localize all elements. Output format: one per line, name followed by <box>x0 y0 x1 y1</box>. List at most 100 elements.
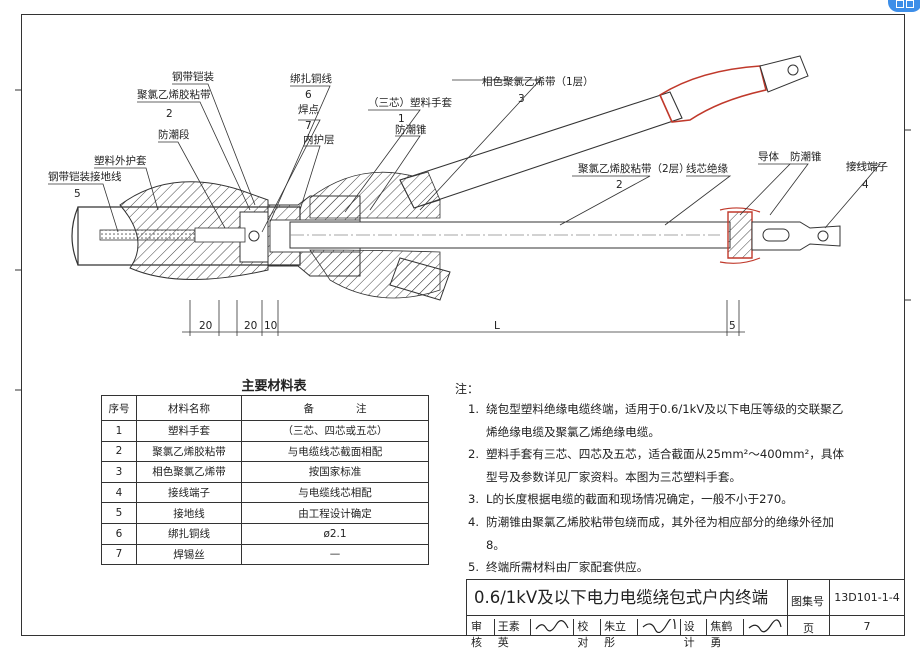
atlas-label: 图集号 <box>791 595 824 608</box>
label-armor-ground-num: 5 <box>74 188 81 200</box>
note-text: 终端所需材料由厂家配套供应。 <box>486 560 649 575</box>
note-text: 塑料手套有三芯、四芯及五芯，适合截面从25mm²～400mm²，具体型号及参数详… <box>486 447 845 484</box>
leader-lines <box>48 79 881 233</box>
notes-heading: 注： <box>455 382 480 396</box>
note-number: 3. <box>468 492 480 507</box>
label-cone-2: 防潮锥 <box>790 150 822 163</box>
dim-length-l: L <box>494 320 500 332</box>
drawing-title: 0.6/1kV及以下电力电缆绕包式户内终端 <box>474 588 769 607</box>
note-number: 2. <box>468 447 480 462</box>
cell-no: 7 <box>101 543 137 566</box>
label-moisture-segment: 防潮段 <box>158 128 190 141</box>
label-sleeve-num: 1 <box>398 113 405 125</box>
mat-header-name: 材料名称 <box>136 395 242 421</box>
cell-no: 3 <box>101 461 137 483</box>
cell-no: 1 <box>101 420 137 442</box>
label-sleeve: （三芯）塑料手套 <box>368 96 452 109</box>
drawing-frame <box>21 14 905 636</box>
label-moisture-cone: 防潮锥 <box>395 123 427 136</box>
title-block-divider <box>466 615 905 616</box>
label-outer-sheath: 塑料外护套 <box>94 154 147 167</box>
label-core-insulation: 线芯绝缘 <box>686 162 728 175</box>
cell-note: — <box>241 543 429 566</box>
cell-name: 聚氯乙烯胶粘带 <box>136 440 242 463</box>
cell-note: （三芯、四芯或五芯） <box>241 420 429 442</box>
label-armor-ground: 钢带铠装接地线 <box>48 170 122 183</box>
cell-no: 2 <box>101 440 137 463</box>
reviewer-name: 王素英 <box>495 619 532 649</box>
signature-row: 审核 王素英 校对 朱立彤 设计 焦鹤勇 <box>468 619 786 649</box>
designer-signature <box>744 619 786 635</box>
cell-name: 绑扎铜线 <box>136 522 242 545</box>
label-armor: 钢带铠装 <box>172 70 214 83</box>
cell-name: 塑料手套 <box>136 420 242 442</box>
atlas-code: 13D101-1-4 <box>834 591 900 604</box>
dim-10: 10 <box>264 320 277 332</box>
label-terminal-num: 4 <box>862 179 869 191</box>
note-text: 绕包型塑料绝缘电缆终端，适用于0.6/1kV及以下电压等级的交联聚乙烯绝缘电缆及… <box>486 402 844 439</box>
cell-name: 接线端子 <box>136 481 242 504</box>
note-item: 3. L的长度根据电缆的截面和现场情况确定，一般不小于270。 <box>468 488 848 511</box>
cell-name: 相色聚氯乙烯带 <box>136 461 242 483</box>
check-label: 校对 <box>574 619 602 649</box>
title-block <box>466 579 905 636</box>
design-label: 设计 <box>681 619 708 649</box>
label-terminal: 接线端子 <box>846 160 888 173</box>
cell-no: 6 <box>101 522 137 545</box>
title-block-divider <box>829 579 830 636</box>
note-text: 防潮锥由聚氯乙烯胶粘带包绕而成，其外径为相应部分的绝缘外径加8。 <box>486 514 834 552</box>
note-number: 4. <box>468 514 480 529</box>
note-item: 5. 终端所需材料由厂家配套供应。 <box>468 556 848 579</box>
reviewer-signature <box>531 619 575 635</box>
cell-note: ø2.1 <box>241 522 429 545</box>
review-label: 审核 <box>468 619 495 649</box>
label-pvc-tape-2: 聚氯乙烯胶粘带（2层） <box>578 162 690 175</box>
note-item: 4. 防潮锥由聚氯乙烯胶粘带包绕而成，其外径为相应部分的绝缘外径加8。 <box>468 511 848 556</box>
mat-header-no: 序号 <box>101 395 137 421</box>
dim-20-b: 20 <box>244 320 257 332</box>
note-number: 1. <box>468 402 480 416</box>
note-number: 5. <box>468 560 480 575</box>
cell-note: 与电缆线芯截面相配 <box>241 440 429 463</box>
title-block-divider <box>787 579 788 636</box>
page-number: 7 <box>863 620 871 633</box>
cell-note: 由工程设计确定 <box>241 502 429 524</box>
cell-no: 4 <box>101 481 137 504</box>
notes-list: 1. 绕包型塑料绝缘电缆终端，适用于0.6/1kV及以下电压等级的交联聚乙烯绝缘电… <box>468 398 848 579</box>
label-inner-sheath: 内护层 <box>303 133 335 146</box>
checker-name: 朱立彤 <box>601 619 638 649</box>
dim-20-a: 20 <box>199 320 212 332</box>
cell-note: 与电缆线芯相配 <box>241 481 429 504</box>
label-phase-num: 3 <box>518 93 525 105</box>
label-bind-num: 6 <box>305 89 312 101</box>
label-pvc-tape-2-num: 2 <box>616 179 623 191</box>
label-pvc-tape-num: 2 <box>166 108 173 120</box>
page-label: 页 <box>803 622 814 635</box>
label-conductor: 导体 <box>758 151 779 163</box>
label-pvc-tape: 聚氯乙烯胶粘带 <box>137 88 211 101</box>
cell-note: 按国家标准 <box>241 461 429 483</box>
label-phase-tape: 相色聚氯乙烯带（1层） <box>482 75 594 88</box>
cell-no: 5 <box>101 502 137 524</box>
note-text: L的长度根据电缆的截面和现场情况确定，一般不小于270。 <box>486 492 793 507</box>
dimension-lines <box>182 300 745 336</box>
checker-signature <box>638 619 681 635</box>
window-restore-button[interactable] <box>888 0 920 12</box>
label-solder: 焊点 <box>298 104 319 116</box>
note-item: 1. 绕包型塑料绝缘电缆终端，适用于0.6/1kV及以下电压等级的交联聚乙烯绝缘电… <box>468 398 848 443</box>
dim-5: 5 <box>729 320 736 332</box>
designer-name: 焦鹤勇 <box>707 619 744 649</box>
materials-table-title: 主要材料表 <box>241 379 307 394</box>
note-item: 2. 塑料手套有三芯、四芯及五芯，适合截面从25mm²～400mm²，具体型号及参… <box>468 443 848 488</box>
cell-name: 接地线 <box>136 502 242 524</box>
